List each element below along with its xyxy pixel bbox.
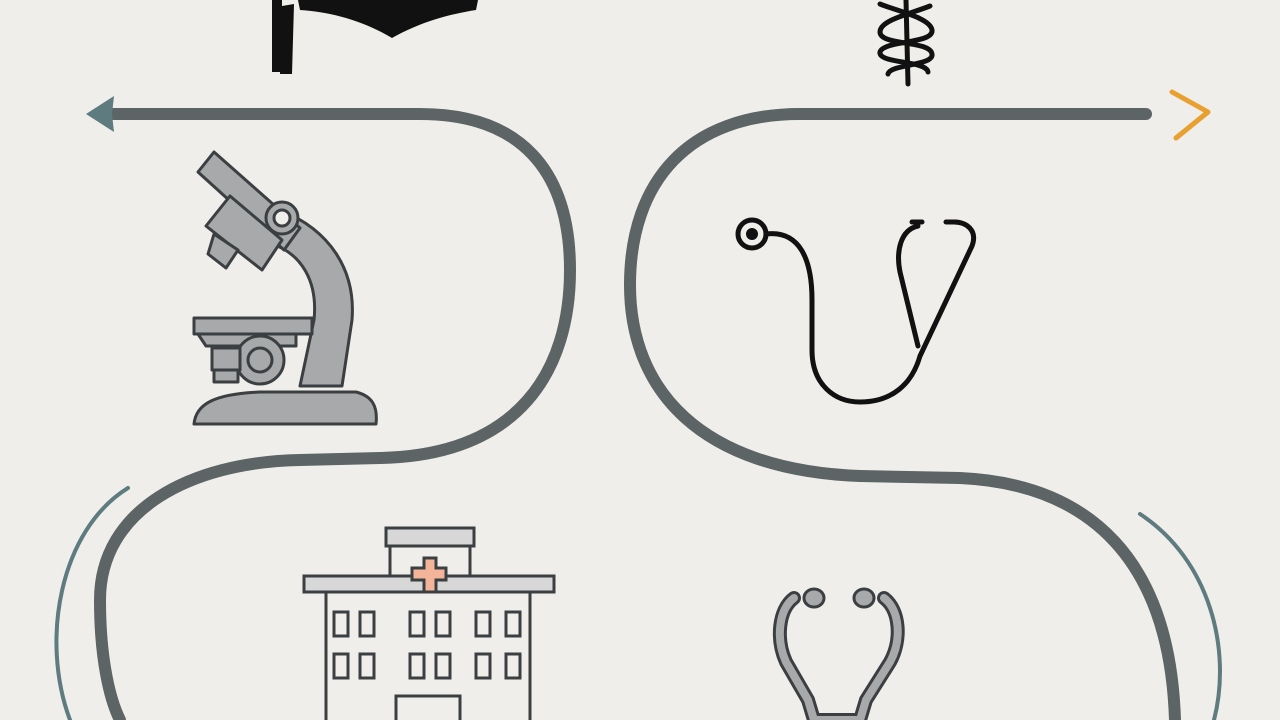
microscope-icon: [192, 150, 378, 426]
arrow-left-icon: [86, 96, 114, 132]
caduceus-icon: [877, 0, 935, 87]
outer-arc-left: [54, 486, 130, 720]
hospital-icon: [302, 526, 556, 720]
stethoscope-gray-icon: [772, 587, 905, 720]
graduation-cap-icon: [272, 0, 478, 74]
outer-arc-right: [1138, 512, 1222, 720]
stethoscope-icon: [735, 217, 976, 405]
winding-path: [93, 108, 577, 720]
arrow-right-icon: [1169, 89, 1211, 141]
winding-path-right: [623, 108, 1181, 720]
